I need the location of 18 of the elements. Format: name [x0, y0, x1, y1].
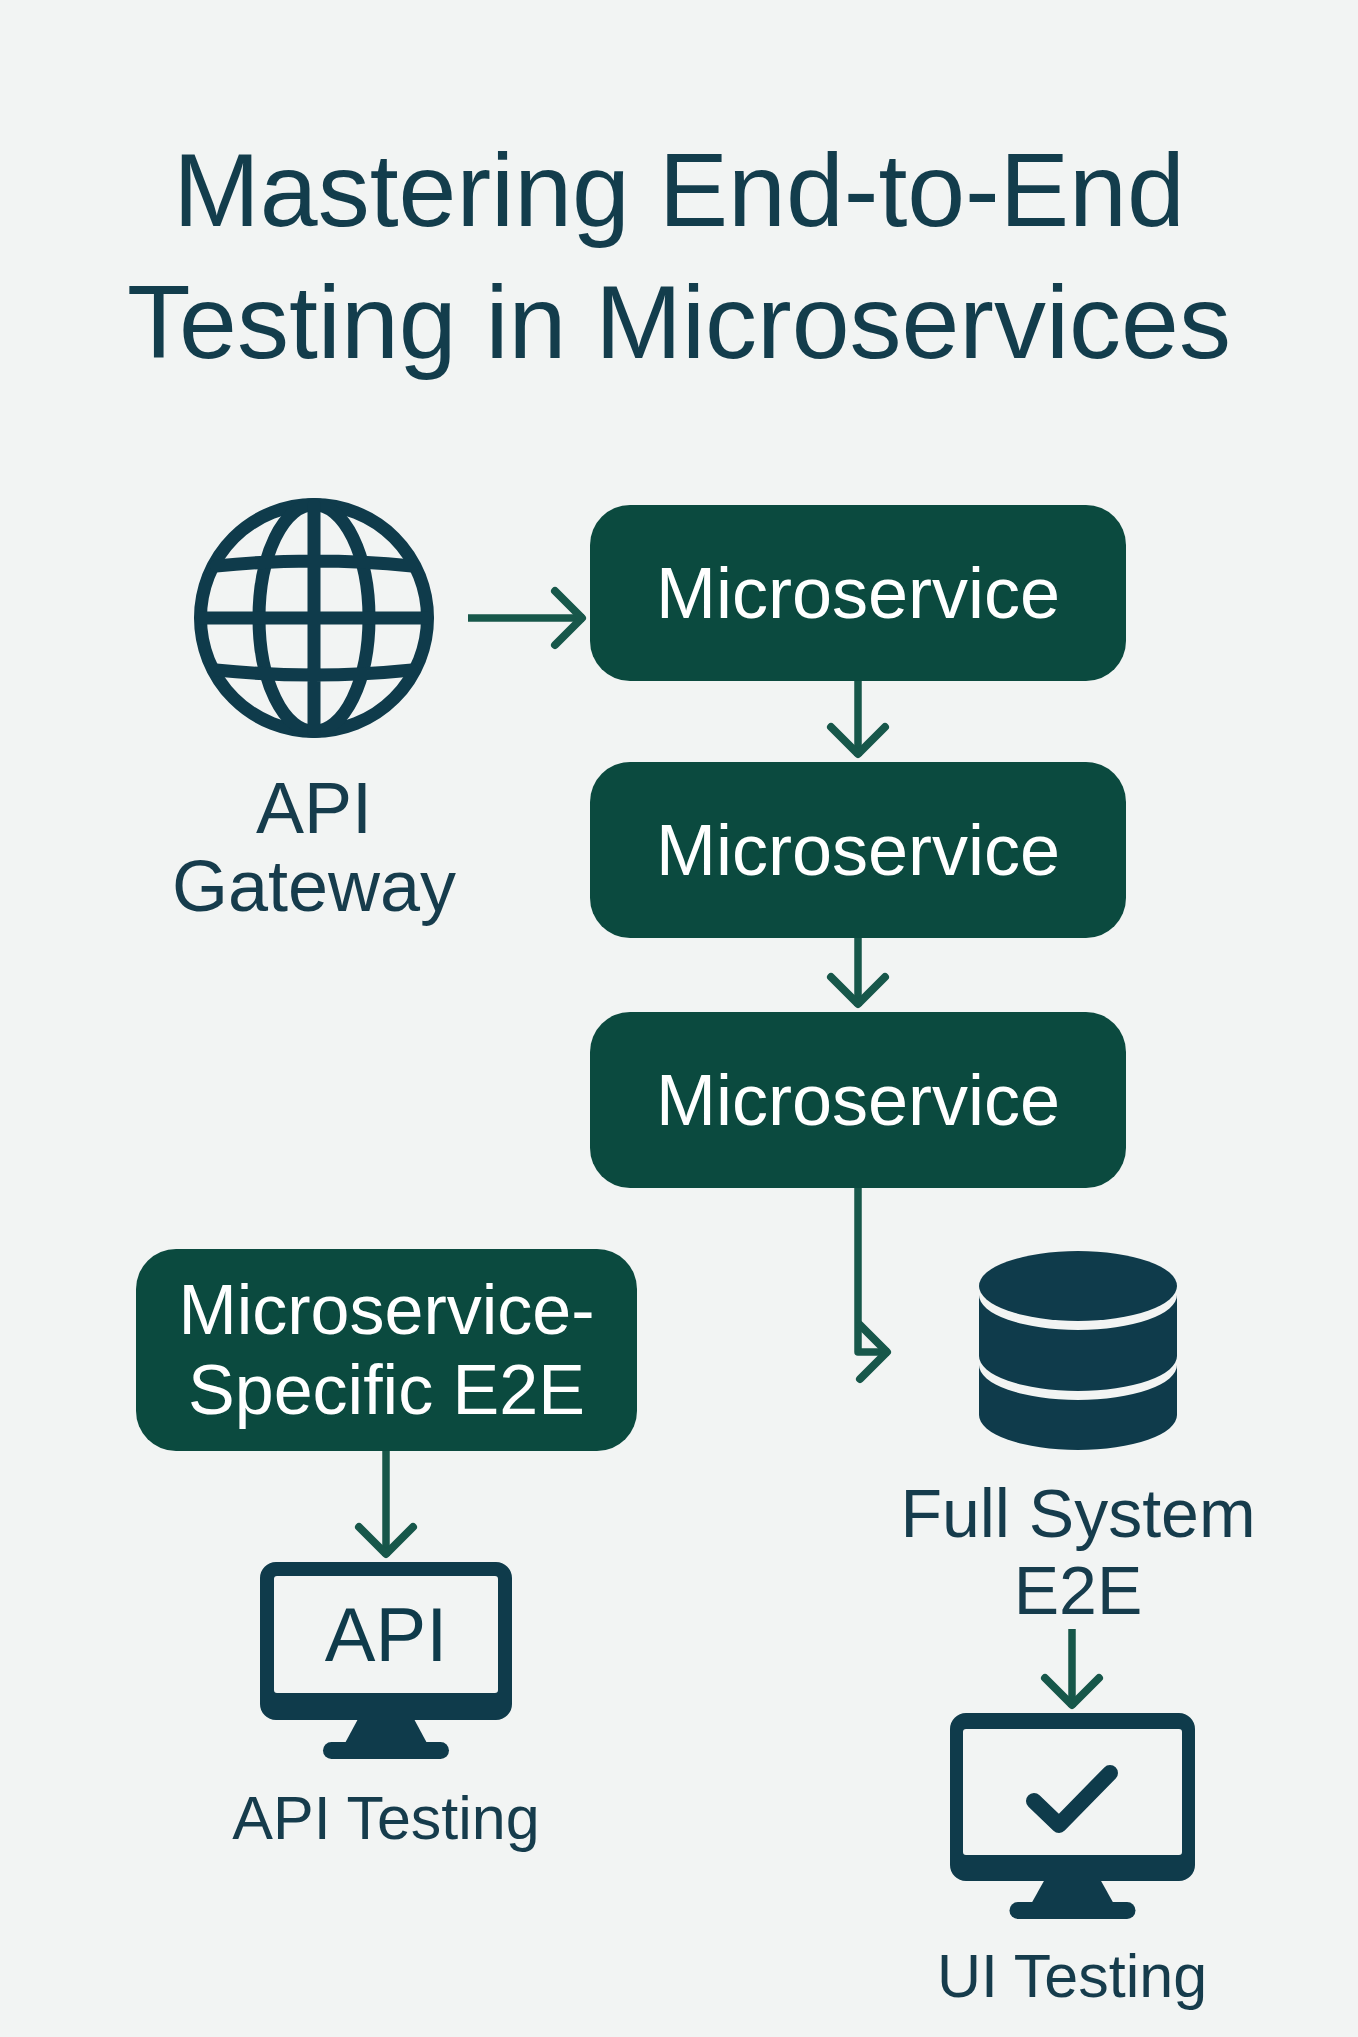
- arrow: [827, 938, 889, 1008]
- node-label: Microservice: [655, 810, 1061, 890]
- arrow: [355, 1451, 417, 1558]
- node-label: Microservice: [655, 553, 1061, 633]
- node-caption: API Testing: [232, 1784, 540, 1852]
- screen-label: API: [324, 1596, 448, 1673]
- process-box: [136, 1249, 637, 1451]
- arrow: [854, 1188, 891, 1383]
- node-label: Microservice-Specific E2E: [178, 1271, 595, 1429]
- node-caption: API Gateway: [171, 768, 457, 926]
- process-box: [590, 1012, 1126, 1188]
- diagram-title: Mastering End-to-End Testing in Microservices: [126, 131, 1232, 382]
- node-caption: Full System E2E: [900, 1475, 1256, 1628]
- node-caption: UI Testing: [936, 1942, 1208, 2010]
- arrow: [827, 681, 889, 758]
- process-box: [590, 505, 1126, 681]
- process-box: [590, 762, 1126, 938]
- node-label: Microservice: [655, 1060, 1061, 1140]
